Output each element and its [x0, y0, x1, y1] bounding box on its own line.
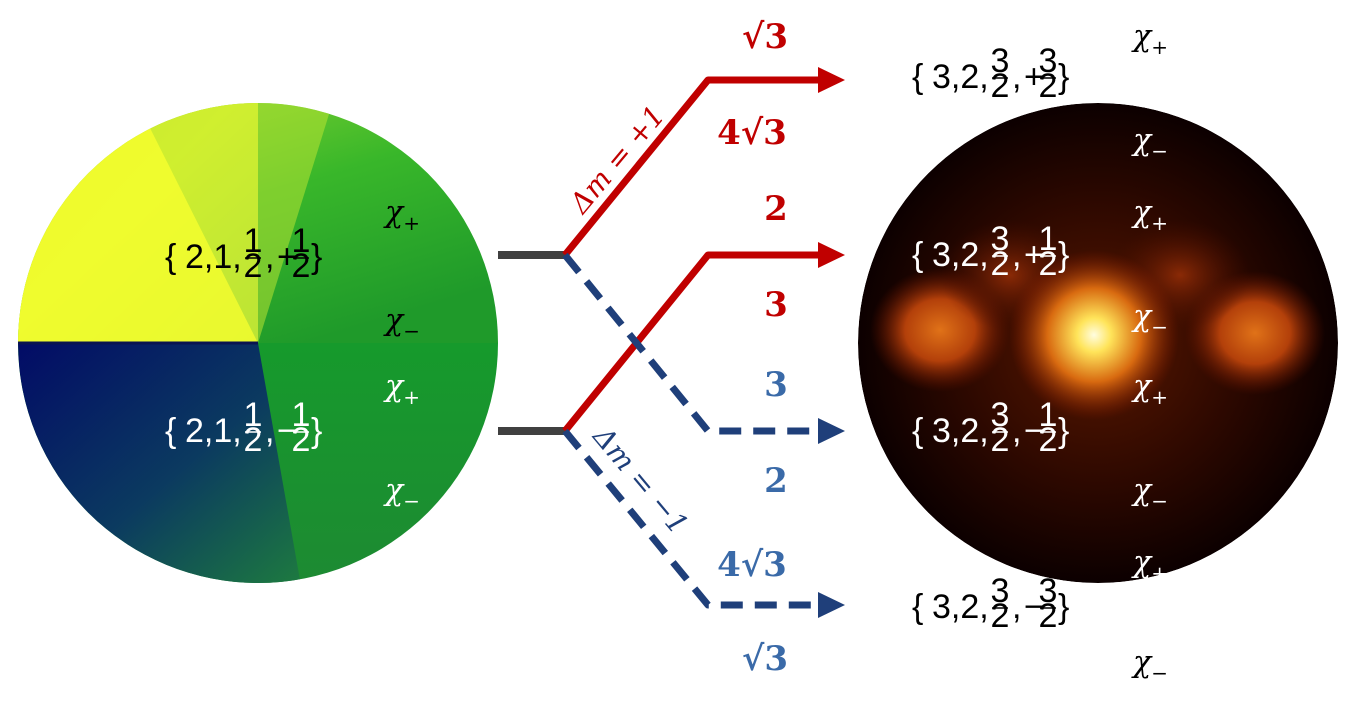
ket-comma: ,: [1012, 236, 1021, 274]
right-ket-2: {3,2,32,+12}: [912, 220, 1069, 283]
ket-comma: ,: [1012, 412, 1021, 450]
ket-brace-open: {: [912, 412, 923, 450]
ket-m-numerator: 3: [1039, 572, 1058, 610]
ket-j-numerator: 3: [991, 572, 1010, 610]
ket-brace-open: {: [912, 588, 923, 626]
ket-m-numerator: 1: [1039, 396, 1058, 434]
ket-comma: ,: [265, 412, 274, 450]
ket-brace-close: }: [311, 412, 322, 450]
ket-j-numerator: 3: [991, 396, 1010, 434]
ket-brace-close: }: [1058, 412, 1069, 450]
ket-m-sign: −: [277, 412, 297, 450]
ket-m-denominator: 2: [292, 421, 311, 459]
ket-comma: ,: [265, 238, 274, 276]
ket-quantum-numbers: 3,2,: [932, 412, 989, 450]
right-state-disc: [858, 103, 1338, 583]
ket-quantum-numbers: 3,2,: [932, 58, 989, 96]
right-ket-4: {3,2,32,−32}: [912, 572, 1069, 635]
right-ket-1: {3,2,32,+32}: [912, 42, 1069, 105]
ket-brace-close: }: [1058, 588, 1069, 626]
arrow-plus-top: [818, 67, 845, 93]
right-ket-3: {3,2,32,−12}: [912, 396, 1069, 459]
ket-m-sign: +: [277, 238, 297, 276]
state-kets: {2,1,12,+12}{2,1,12,−12}{3,2,32,+32}{3,2…: [165, 42, 1069, 635]
ket-m-denominator: 2: [1039, 245, 1058, 283]
ket-m-denominator: 2: [292, 247, 311, 285]
ket-brace-open: {: [165, 412, 176, 450]
ket-brace-open: {: [912, 236, 923, 274]
transitions-minus: [562, 252, 820, 609]
ket-j-denominator: 2: [244, 247, 263, 285]
weight-blue-3: 4√3: [717, 545, 787, 585]
ket-m-numerator: 1: [292, 396, 311, 434]
left-chi-4: χ−: [383, 473, 420, 513]
weight-blue-1: 3: [764, 365, 788, 405]
ket-m-sign: +: [1024, 236, 1044, 274]
ket-quantum-numbers: 2,1,: [185, 412, 242, 450]
weight-red-3: 2: [764, 189, 788, 229]
ket-brace-open: {: [165, 238, 176, 276]
right-chi-1: χ+: [1131, 19, 1168, 59]
ket-j-numerator: 3: [991, 220, 1010, 258]
ket-quantum-numbers: 3,2,: [932, 588, 989, 626]
ket-j-denominator: 2: [991, 67, 1010, 105]
ket-m-denominator: 2: [1039, 67, 1058, 105]
arrow-minus-mid: [818, 418, 845, 444]
weight-red-2: 4√3: [717, 113, 787, 153]
arrow-plus-mid: [818, 242, 845, 268]
ket-j-numerator: 1: [244, 222, 263, 260]
ket-comma: ,: [1012, 58, 1021, 96]
ket-m-sign: −: [1024, 588, 1044, 626]
ket-j-denominator: 2: [991, 421, 1010, 459]
ket-brace-close: }: [311, 238, 322, 276]
ket-m-denominator: 2: [1039, 421, 1058, 459]
left-ket-lower: {2,1,12,−12}: [165, 396, 322, 459]
ket-j-denominator: 2: [991, 245, 1010, 283]
ket-m-numerator: 1: [292, 222, 311, 260]
transitions-plus: [562, 76, 820, 434]
weight-red-4: 3: [764, 285, 788, 325]
ket-brace-open: {: [912, 58, 923, 96]
ket-m-sign: +: [1024, 58, 1044, 96]
ket-m-numerator: 3: [1039, 42, 1058, 80]
left-state-disc: [18, 103, 498, 583]
left-ket-upper: {2,1,12,+12}: [165, 222, 322, 285]
ket-m-denominator: 2: [1039, 597, 1058, 635]
right-chi-8: χ−: [1131, 645, 1168, 685]
ket-m-numerator: 1: [1039, 220, 1058, 258]
ket-j-denominator: 2: [244, 421, 263, 459]
ket-m-sign: −: [1024, 412, 1044, 450]
ket-brace-close: }: [1058, 236, 1069, 274]
ket-quantum-numbers: 3,2,: [932, 236, 989, 274]
ket-j-numerator: 3: [991, 42, 1010, 80]
ket-quantum-numbers: 2,1,: [185, 238, 242, 276]
ket-j-denominator: 2: [991, 597, 1010, 635]
weight-blue-2: 2: [764, 461, 788, 501]
weight-red-1: √3: [742, 17, 788, 57]
ket-comma: ,: [1012, 588, 1021, 626]
chi-labels: χ+χ−χ+χ−χ+χ−χ+χ−χ+χ−χ+χ−: [383, 19, 1168, 685]
delta-plus-label: Δm = +1: [562, 99, 671, 220]
ket-brace-close: }: [1058, 58, 1069, 96]
left-chi-2: χ−: [383, 303, 420, 343]
ket-j-numerator: 1: [244, 396, 263, 434]
weight-blue-4: √3: [742, 639, 788, 679]
arrow-minus-bottom: [818, 592, 845, 618]
